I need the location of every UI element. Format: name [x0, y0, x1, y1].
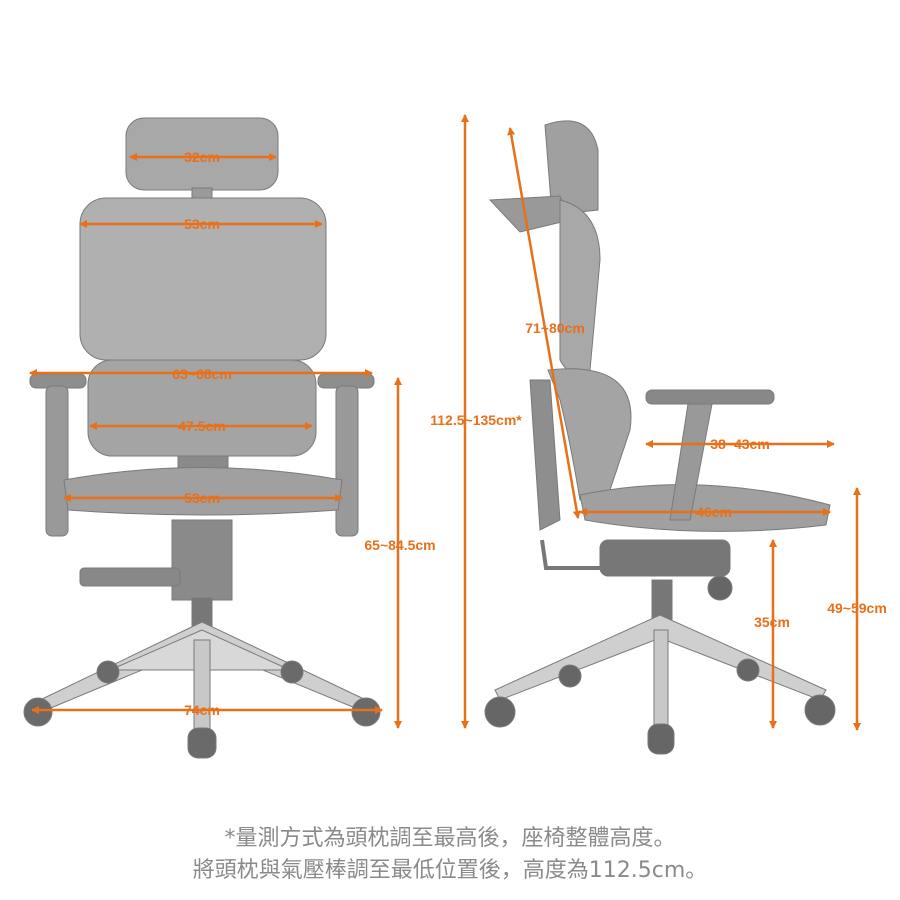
- label-armrest-depth: 38~43cm: [710, 436, 770, 452]
- label-base-width: 74cm: [184, 702, 220, 718]
- label-armrest-height: 65~84.5cm: [364, 537, 435, 553]
- caption-line-2: 將頭枕與氣壓棒調至最低位置後，高度為112.5cm。: [192, 858, 708, 883]
- arrow-backrest-height: [507, 127, 581, 519]
- label-backrest-width: 53cm: [184, 216, 220, 232]
- label-base-height: 35cm: [754, 614, 790, 630]
- label-headrest-width: 32cm: [184, 149, 220, 165]
- side-chair-illustration: [484, 120, 836, 755]
- label-seat-height: 49~59cm: [827, 600, 887, 616]
- label-armrest-span: 63~68cm: [172, 366, 232, 382]
- dimension-arrows: [29, 114, 861, 731]
- caption-line-1: *量測方式為頭枕調至最高後，座椅整體高度。: [224, 826, 676, 851]
- label-lumbar-width: 47.5cm: [178, 418, 225, 434]
- label-seat-width: 53cm: [184, 490, 220, 506]
- label-total-height: 112.5~135cm*: [430, 412, 522, 428]
- label-seat-depth: 46cm: [696, 504, 732, 520]
- label-backrest-height: 71~80cm: [525, 320, 585, 336]
- front-chair-illustration: [23, 117, 381, 759]
